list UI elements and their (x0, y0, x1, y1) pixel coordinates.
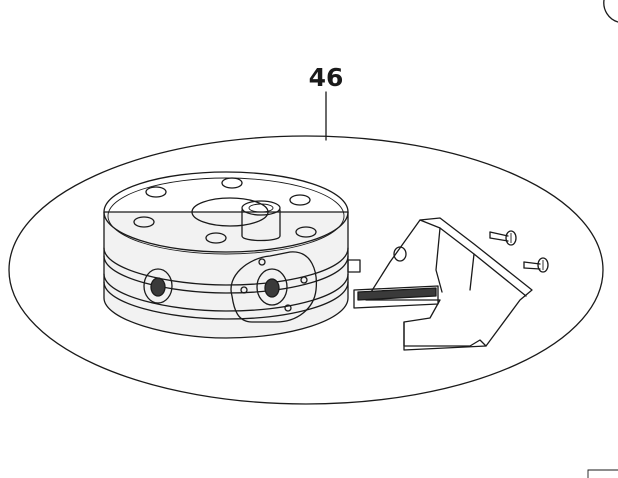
screw-lower (523, 257, 549, 273)
crop-mark (587, 469, 618, 478)
screw-upper (489, 230, 517, 246)
corner-circle-arc (603, 0, 618, 23)
bracket-cover (353, 217, 533, 351)
part-number-label: 46 (309, 63, 344, 92)
assembly-group-ellipse (8, 135, 604, 405)
rotor-assembly (103, 171, 361, 339)
